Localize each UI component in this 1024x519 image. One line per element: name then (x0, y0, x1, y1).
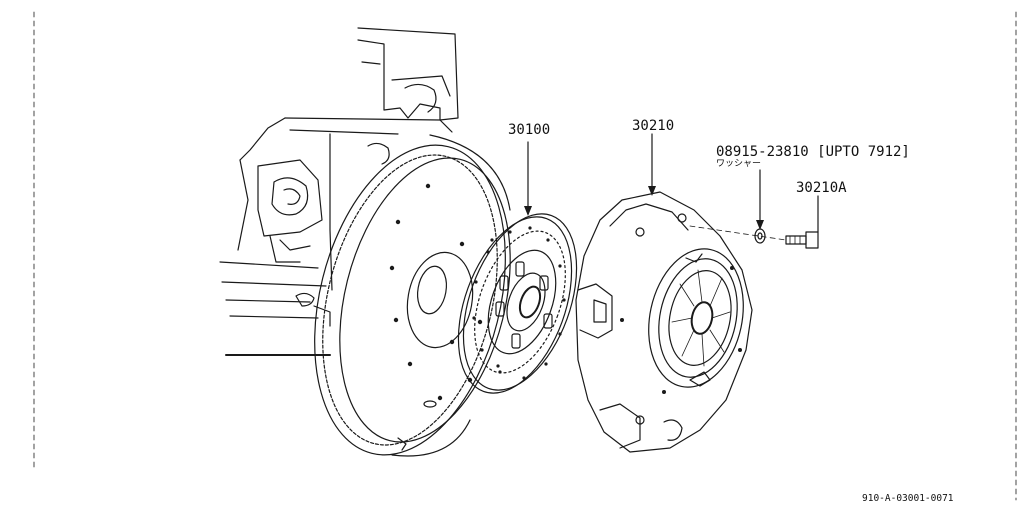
engine-block (219, 27, 459, 356)
drawing-code: 910-A-03001-0071 (862, 493, 954, 504)
flywheel-bolt-holes (389, 183, 483, 401)
callout-30210: 30210 (632, 118, 674, 134)
callout-30210a: 30210A (796, 180, 847, 196)
assembly-axis (689, 225, 787, 241)
callout-08915: 08915-23810 [UPTO 7912] (716, 144, 910, 160)
clutch-cover-holes (620, 213, 742, 425)
callout-washer-desc: ワッシャー (716, 159, 761, 169)
flywheel (314, 134, 511, 457)
clutch-disc-rivets (472, 226, 566, 380)
clutch-disc (457, 213, 578, 394)
callout-30100: 30100 (508, 122, 550, 138)
bolt-30210a (785, 231, 819, 249)
clutch-disc-springs (495, 261, 553, 349)
leader-lines (524, 133, 819, 233)
diaphragm-fingers (671, 269, 731, 367)
scan-edge-marks (33, 11, 1017, 501)
clutch-cover (575, 191, 753, 453)
